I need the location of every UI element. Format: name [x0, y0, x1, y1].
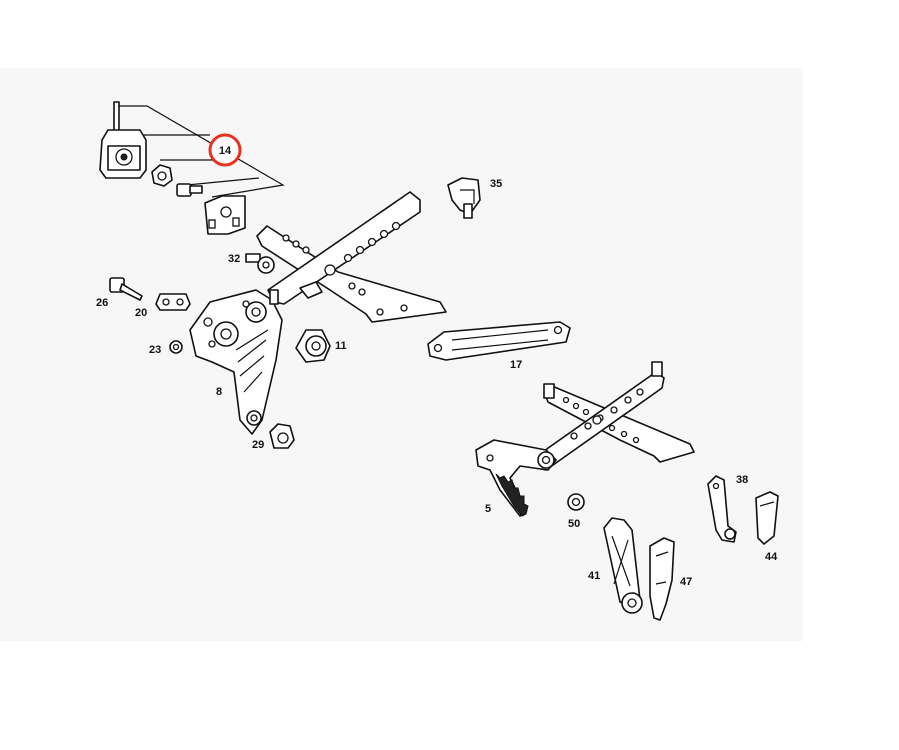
- part-8-regulator-plate: [189, 289, 283, 435]
- highlight-14: 14: [208, 133, 242, 167]
- label-38: 38: [736, 474, 748, 486]
- part-20-bracket: [155, 293, 191, 311]
- part-44-cap: [755, 491, 779, 545]
- label-44: 44: [765, 551, 778, 563]
- upper-scissor-arms: [256, 191, 447, 323]
- part-5-gear-sector: [475, 439, 557, 517]
- label-47: 47: [680, 576, 692, 588]
- part-50-washer: [567, 493, 585, 511]
- part-47-trim-cover: [649, 537, 675, 621]
- part-14-screw: [176, 183, 203, 197]
- label-8: 8: [216, 386, 222, 398]
- part-14-bushing: [99, 129, 147, 179]
- label-41: 41: [588, 570, 600, 582]
- label-26: 26: [96, 297, 108, 309]
- highlight-circle: [208, 133, 242, 167]
- label-32: 32: [228, 253, 240, 265]
- label-50: 50: [568, 518, 580, 530]
- label-29: 29: [252, 439, 264, 451]
- part-29-roller: [269, 423, 295, 449]
- lower-scissor-arms: [533, 361, 695, 471]
- part-11-pulley: [295, 329, 331, 363]
- part-17-guide-rail: [427, 321, 571, 361]
- part-32-bolt: [245, 253, 275, 274]
- label-20: 20: [135, 307, 147, 319]
- part-38-crank-arm: [707, 475, 737, 543]
- label-23: 23: [149, 344, 161, 356]
- part-14-pin: [113, 101, 120, 133]
- part-26-screw: [109, 277, 143, 301]
- part-23-washer: [169, 340, 183, 354]
- part-14-nut: [151, 164, 173, 187]
- label-35: 35: [490, 178, 502, 190]
- part-14-plate: [204, 195, 246, 235]
- label-14: 14: [219, 145, 232, 157]
- part-35-clip: [447, 177, 481, 219]
- label-17: 17: [510, 359, 522, 371]
- part-41-crank-handle: [603, 517, 643, 614]
- label-11: 11: [335, 340, 347, 352]
- label-5: 5: [485, 503, 491, 515]
